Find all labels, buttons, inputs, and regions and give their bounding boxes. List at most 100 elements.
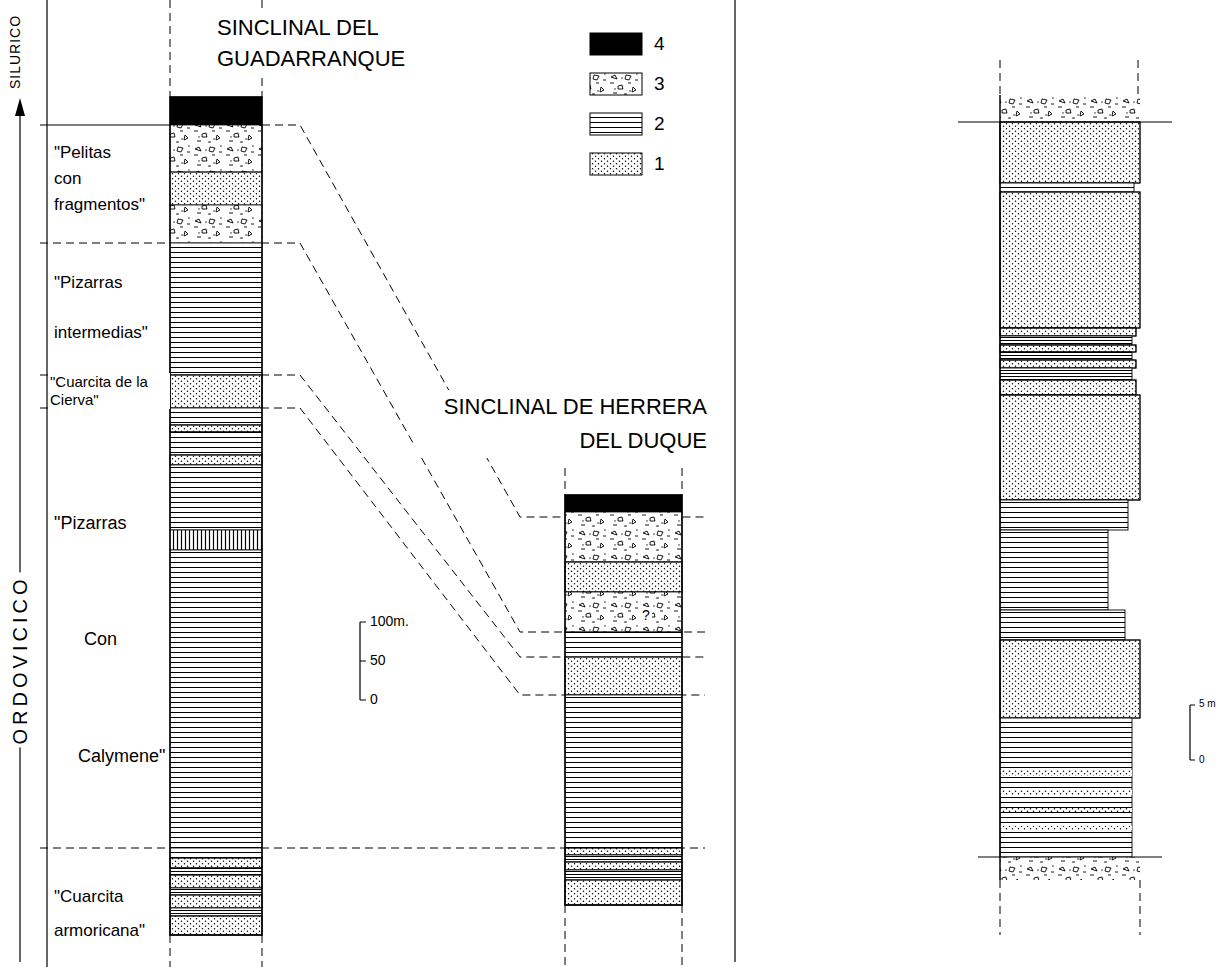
detail-column-part (1000, 352, 1132, 360)
unit-label: Con (82, 628, 119, 650)
unit-label: 0 (368, 691, 380, 708)
guadarranque-column-part (170, 205, 262, 243)
detail-column-part (1000, 328, 1136, 336)
guadarranque-column-part (170, 895, 262, 908)
correlation-lines-part (565, 468, 682, 967)
guadarranque-column-part (170, 432, 262, 455)
unit-label: "Pizarras (52, 512, 128, 534)
guadarranque-column-part (170, 908, 262, 916)
detail-column-part (1000, 530, 1108, 610)
guadarranque-column-part (170, 425, 262, 432)
guadarranque-column-part (170, 172, 262, 205)
correlation-lines (40, 0, 1140, 967)
detail-column-part (1000, 368, 1132, 380)
guadarranque-column-part (170, 916, 262, 935)
detail-column-part (1000, 360, 1136, 368)
herrera-column-part (565, 695, 682, 848)
herrera-column-part (565, 862, 682, 870)
detail-column (958, 95, 1172, 880)
period-label: ORDOVICICO (9, 573, 31, 748)
guadarranque-column-part (170, 550, 262, 848)
guadarranque-column-part (170, 858, 262, 868)
herrera-column-part (565, 862, 682, 870)
unit-label: "Pizarras intermedias" (52, 258, 166, 358)
detail-column-part (978, 856, 1162, 857)
correlation-lines-part (262, 125, 705, 517)
detail-column-part (1000, 790, 1132, 795)
unit-label: 0 (1197, 754, 1207, 766)
legend-swatches (590, 33, 642, 175)
guadarranque-column-part (170, 895, 262, 908)
legend-swatch (590, 73, 642, 95)
detail-column-part (1000, 395, 1140, 500)
guadarranque-column-part (170, 868, 262, 875)
unit-label: ? (640, 607, 652, 623)
legend-swatch (590, 33, 642, 55)
detail-column-part (1000, 770, 1132, 776)
correlation-lines-part (170, 0, 262, 967)
detail-column-part (1000, 826, 1132, 830)
legend-text: 3 (652, 72, 667, 96)
detail-column-part (1000, 610, 1125, 640)
detail-column-part (1000, 345, 1136, 352)
frame-lines-part (734, 0, 735, 962)
detail-column-part (1000, 380, 1136, 395)
guadarranque-column-part (170, 848, 262, 858)
legend-text: 4 (652, 32, 667, 56)
guadarranque-column-part (170, 916, 262, 935)
frame-lines-part (40, 124, 170, 125)
herrera-column-part (565, 880, 682, 905)
legend-swatch (590, 153, 642, 175)
detail-column-part (1000, 808, 1132, 812)
herrera-column-part (565, 848, 682, 855)
unit-label: "Cuarcita de la Cierva" (48, 373, 170, 409)
detail-column-part (1000, 95, 1140, 122)
detail-column-part (1000, 122, 1140, 183)
herrera-column-part (565, 592, 682, 632)
unit-label: 50 (368, 652, 388, 669)
unit-label: 100m. (368, 613, 411, 630)
detail-column-part (1000, 640, 1140, 718)
detail-column-part (1000, 345, 1136, 352)
detail-column-part (999, 95, 1001, 880)
detail-column-part (1000, 122, 1140, 183)
detail-column-part (1000, 790, 1132, 795)
herrera-column-part (565, 562, 682, 592)
herrera-column-part (565, 495, 682, 512)
frame-lines (15, 0, 735, 967)
herrera-column-part (565, 855, 682, 862)
detail-column-part (1000, 360, 1136, 368)
detail-column-part (1000, 395, 1140, 500)
guadarranque-column-part (170, 97, 262, 125)
period-label: SILURICO (8, 12, 23, 92)
frame-lines-part (19, 108, 20, 962)
unit-label: SINCLINAL DE HERRERA DEL DUQUE (415, 390, 709, 458)
guadarranque-column-part (170, 425, 262, 432)
guadarranque-column-part (170, 375, 262, 408)
guadarranque-column (170, 97, 262, 935)
herrera-column-part (565, 562, 682, 592)
herrera-column-part (565, 848, 682, 855)
unit-label: "Pelitas con fragmentos" (52, 140, 136, 218)
legend-text: 1 (652, 152, 667, 176)
legend-text: 2 (652, 112, 667, 136)
guadarranque-column-part (170, 243, 262, 375)
herrera-column-part (565, 657, 682, 695)
guadarranque-column-part (170, 530, 262, 550)
detail-column-part (1000, 640, 1140, 718)
detail-column-part (1000, 192, 1140, 328)
scale-bar-part (360, 622, 366, 700)
guadarranque-column-part (170, 875, 262, 888)
herrera-column-part (565, 657, 682, 695)
herrera-column-part (565, 632, 682, 657)
guadarranque-column-part (170, 408, 262, 425)
legend-swatch (590, 113, 642, 135)
herrera-column (565, 495, 682, 905)
detail-column-part (1000, 380, 1136, 395)
guadarranque-column-part (170, 455, 262, 465)
guadarranque-column-part (170, 125, 262, 172)
correlation-lines-part (1000, 60, 1140, 935)
detail-column-part (1000, 500, 1128, 530)
unit-label: "Cuarcita armoricana" (52, 880, 166, 948)
